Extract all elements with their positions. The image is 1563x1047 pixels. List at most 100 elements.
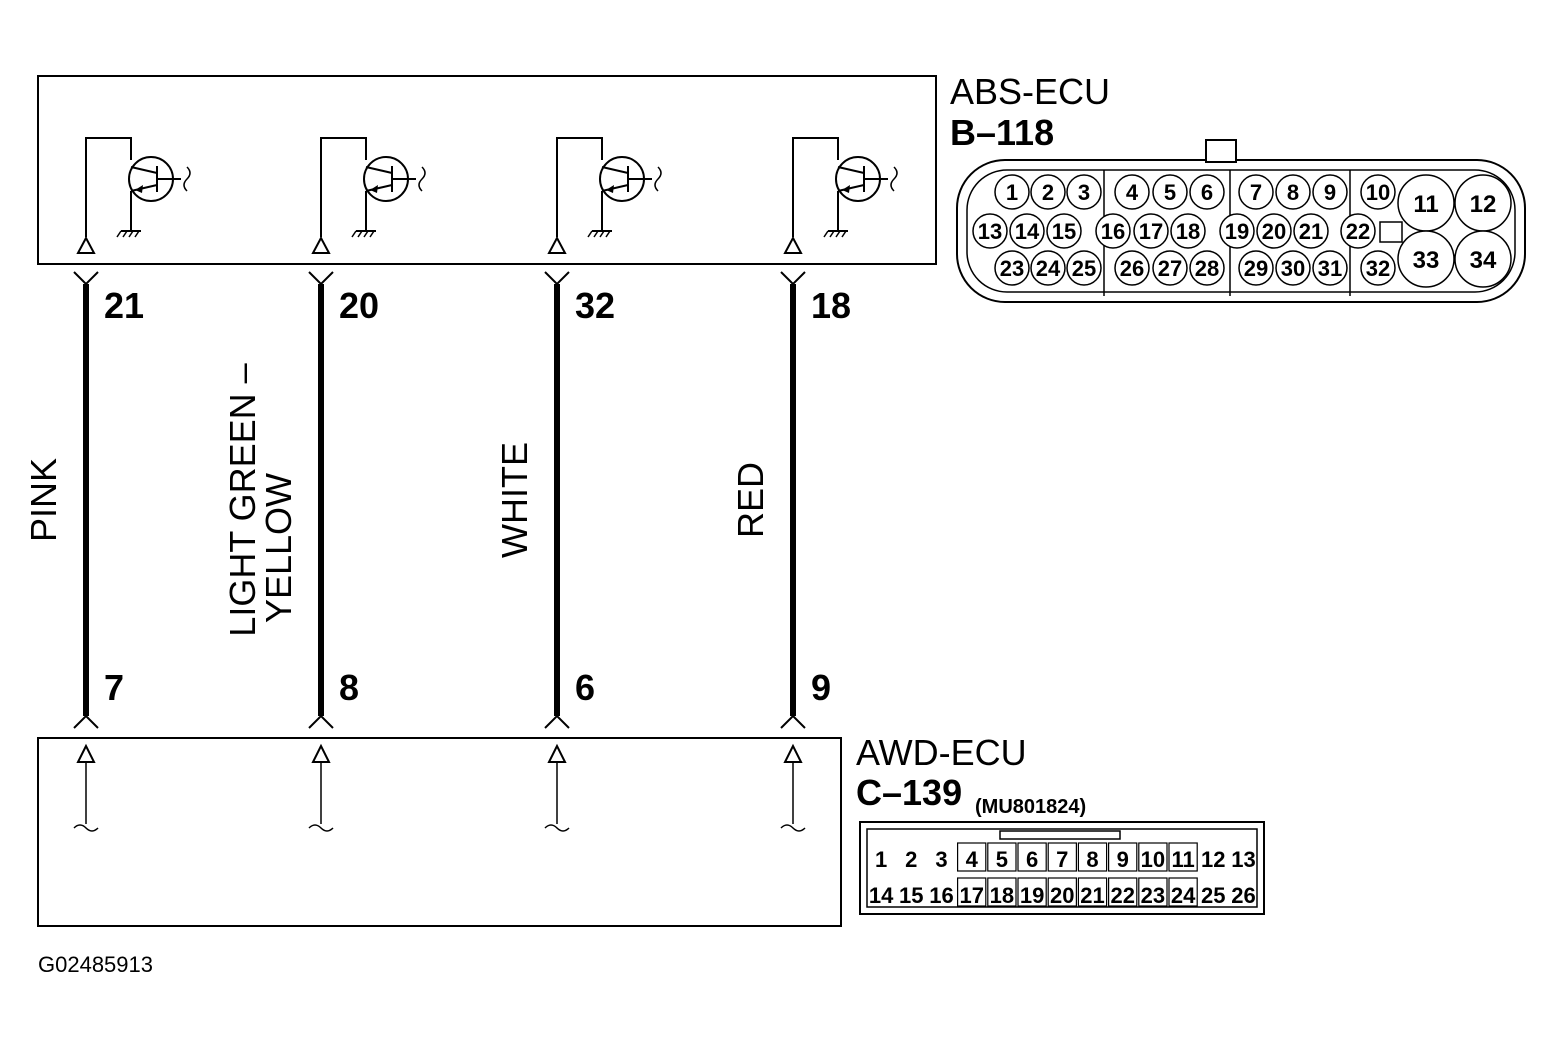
connector-pin: 17: [956, 877, 987, 908]
svg-text:5: 5: [996, 847, 1008, 872]
svg-text:7: 7: [1250, 180, 1262, 205]
svg-text:13: 13: [978, 219, 1002, 244]
connector-pin: 34: [1454, 230, 1512, 288]
top-pin-number: 32: [575, 285, 615, 326]
connector-pin: 3: [935, 847, 947, 872]
abs-ecu-connector-id: B–118: [950, 112, 1054, 153]
transistor-circuit: [783, 137, 898, 254]
svg-text:21: 21: [1299, 219, 1323, 244]
svg-text:28: 28: [1195, 256, 1219, 281]
svg-text:22: 22: [1346, 219, 1370, 244]
svg-text:24: 24: [1036, 256, 1061, 281]
awd-ecu-part-number: (MU801824): [975, 796, 1086, 818]
connector-pin: 6: [1189, 174, 1225, 210]
abs-ecu-title: ABS-ECU: [950, 71, 1110, 112]
svg-text:33: 33: [1413, 247, 1440, 274]
connector-pin: 13: [1231, 847, 1255, 872]
svg-text:4: 4: [1126, 180, 1139, 205]
svg-text:17: 17: [959, 883, 983, 908]
connector-pin: 30: [1275, 250, 1311, 286]
connector-pin: 4: [1114, 174, 1150, 210]
connector-pin: 7: [1238, 174, 1274, 210]
svg-text:15: 15: [899, 883, 923, 908]
svg-text:13: 13: [1231, 847, 1255, 872]
svg-text:18: 18: [990, 883, 1014, 908]
svg-text:25: 25: [1201, 883, 1225, 908]
svg-text:6: 6: [1201, 180, 1213, 205]
svg-text:19: 19: [1225, 219, 1249, 244]
awd-input-circuit: [73, 743, 99, 832]
abs-ecu-transistors: [76, 137, 898, 254]
svg-text:9: 9: [1324, 180, 1336, 205]
svg-text:32: 32: [1366, 256, 1390, 281]
connector-pin: 31: [1312, 250, 1348, 286]
connector-pin: 19: [1219, 213, 1255, 249]
svg-text:3: 3: [935, 847, 947, 872]
awd-ecu-inputs: [73, 743, 806, 832]
svg-text:23: 23: [1141, 883, 1165, 908]
connector-pin: 32: [1360, 250, 1396, 286]
bottom-pin-number: 7: [104, 667, 124, 708]
svg-text:18: 18: [1176, 219, 1200, 244]
svg-text:6: 6: [1026, 847, 1038, 872]
connector-pin: 19: [1017, 877, 1047, 908]
connector-pin: 17: [1133, 213, 1169, 249]
svg-text:23: 23: [1000, 256, 1024, 281]
connector-pin: 5: [1152, 174, 1188, 210]
connector-pin: 24: [1168, 877, 1198, 908]
connector-pin: 15: [1046, 213, 1082, 249]
svg-text:30: 30: [1281, 256, 1305, 281]
svg-text:19: 19: [1020, 883, 1044, 908]
connector-pin: 11: [1168, 842, 1198, 872]
connector-pin: 14: [1009, 213, 1045, 249]
top-pin-number: 18: [811, 285, 851, 326]
bottom-pin-number: 8: [339, 667, 359, 708]
svg-text:14: 14: [869, 883, 894, 908]
connector-pin: 1: [994, 174, 1030, 210]
connector-pin: 23: [994, 250, 1030, 286]
connector-pin: 26: [1114, 250, 1150, 286]
connector-pin: 8: [1077, 842, 1108, 872]
connector-pin: 18: [987, 877, 1017, 908]
svg-text:9: 9: [1117, 847, 1129, 872]
svg-text:2: 2: [1042, 180, 1054, 205]
connector-pin: 21: [1293, 213, 1329, 249]
svg-text:7: 7: [1056, 847, 1068, 872]
connector-pin: 25: [1066, 250, 1102, 286]
connector-pin: 12: [1201, 847, 1225, 872]
svg-text:20: 20: [1050, 883, 1074, 908]
svg-text:12: 12: [1470, 191, 1497, 218]
awd-ecu-connector-id: C–139: [856, 772, 962, 813]
awd-ecu-box: [37, 737, 842, 927]
connector-pin: 21: [1077, 877, 1108, 908]
bottom-pin-number: 9: [811, 667, 831, 708]
connector-pin: 8: [1275, 174, 1311, 210]
connector-pin: 22: [1340, 213, 1376, 249]
svg-text:24: 24: [1171, 883, 1196, 908]
connector-pin: 4: [956, 842, 987, 872]
awd-input-circuit: [544, 743, 570, 832]
svg-text:1: 1: [1006, 180, 1018, 205]
connector-pin: 22: [1107, 877, 1138, 908]
connector-pin: 2: [1030, 174, 1066, 210]
svg-text:10: 10: [1366, 180, 1390, 205]
connector-pin: 24: [1030, 250, 1066, 286]
connector-pin: 10: [1360, 174, 1396, 210]
wire-color-label-line2: YELLOW: [258, 473, 299, 623]
connector-pin: 16: [1095, 213, 1131, 249]
svg-text:3: 3: [1078, 180, 1090, 205]
svg-text:27: 27: [1158, 256, 1182, 281]
connector-pin: 28: [1189, 250, 1225, 286]
connector-pin: 1: [875, 847, 887, 872]
transistor-circuit: [547, 137, 662, 254]
svg-text:29: 29: [1244, 256, 1268, 281]
svg-text:20: 20: [1262, 219, 1286, 244]
awd-input-circuit: [780, 743, 806, 832]
connector-pin: 3: [1066, 174, 1102, 210]
